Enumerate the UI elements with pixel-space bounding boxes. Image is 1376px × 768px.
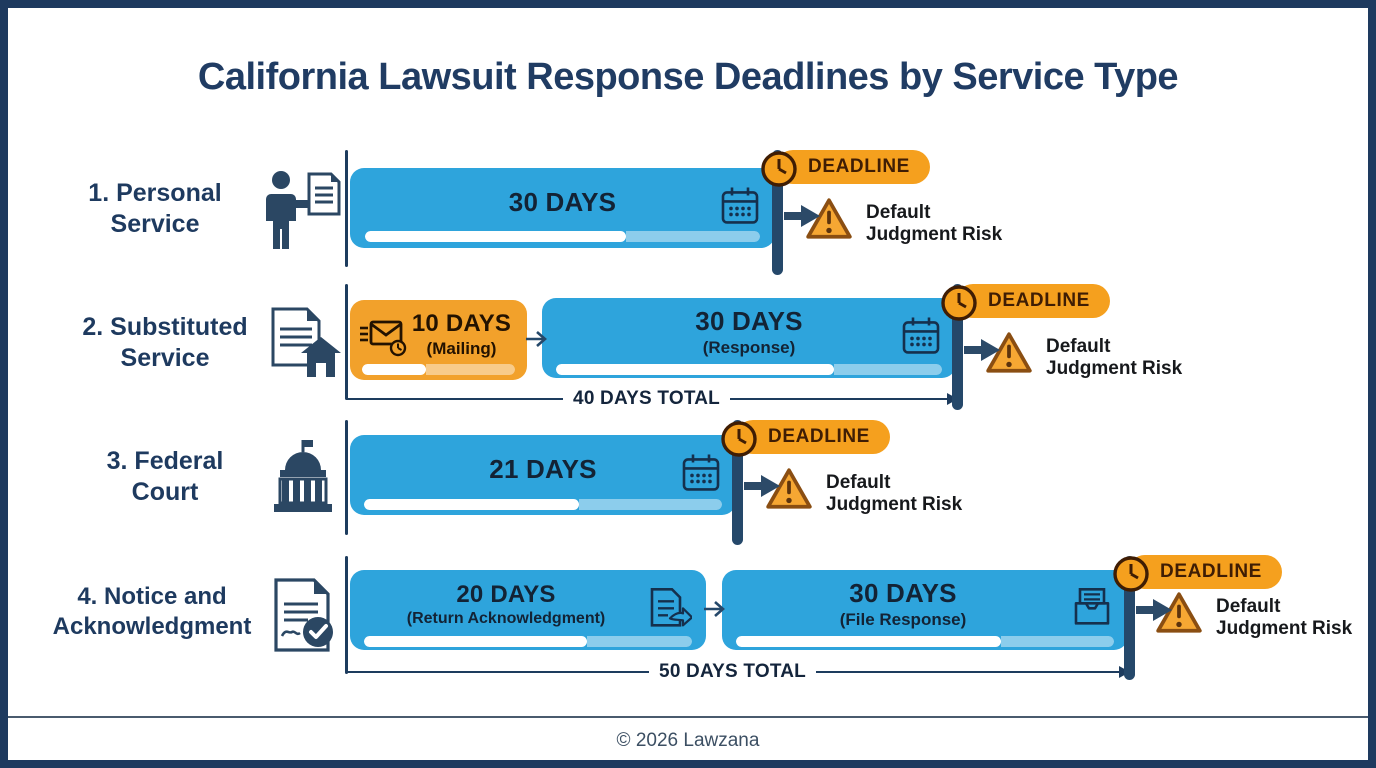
arrow-right-icon bbox=[964, 339, 1000, 361]
timeline-axis bbox=[345, 150, 348, 267]
deadline-badge: DEADLINE bbox=[1112, 555, 1282, 593]
arrow-right-icon bbox=[704, 601, 725, 617]
risk-callout: Default Judgment Risk bbox=[984, 330, 1182, 380]
progress-line bbox=[556, 364, 942, 375]
clock-icon bbox=[721, 421, 757, 457]
person-document-icon bbox=[266, 171, 341, 249]
arrow-right-icon bbox=[744, 475, 780, 497]
timeline-axis bbox=[345, 556, 348, 674]
deadline-badge: DEADLINE bbox=[720, 420, 890, 458]
progress-line bbox=[362, 364, 515, 375]
arrow-right-icon bbox=[784, 205, 820, 227]
arrow-right-icon bbox=[1136, 599, 1172, 621]
timeline-axis bbox=[345, 420, 348, 535]
row-label-personal-service: 1. Personal Service bbox=[88, 179, 222, 238]
total-duration-line: 50 DAYS TOTAL bbox=[346, 661, 1130, 683]
warning-triangle-icon bbox=[766, 468, 812, 509]
risk-label: Default Judgment Risk bbox=[1216, 596, 1353, 639]
document-house-icon bbox=[271, 307, 341, 377]
deadline-marker bbox=[952, 284, 963, 410]
capitol-icon bbox=[274, 440, 332, 512]
deadline-badge: DEADLINE bbox=[760, 150, 930, 188]
row-label-substituted-service: 2. Substituted Service bbox=[82, 313, 248, 372]
footer-divider bbox=[8, 716, 1368, 718]
calendar-icon bbox=[902, 317, 940, 354]
risk-callout: Default Judgment Risk bbox=[804, 196, 1002, 246]
document-arrow-icon bbox=[650, 588, 692, 627]
warning-triangle-icon bbox=[986, 332, 1032, 373]
arrow-right-icon bbox=[526, 331, 547, 347]
risk-callout: Default Judgment Risk bbox=[1154, 590, 1352, 640]
warning-triangle-icon bbox=[806, 198, 852, 239]
clock-icon bbox=[761, 151, 797, 187]
deadline-badge-label: DEADLINE bbox=[736, 420, 890, 454]
risk-label: Default Judgment Risk bbox=[826, 472, 963, 515]
timeline-axis bbox=[345, 284, 348, 400]
progress-line bbox=[364, 636, 692, 647]
deadline-marker bbox=[1124, 556, 1135, 680]
row-label-notice-acknowledgment: 4. Notice and Acknowledgment bbox=[52, 583, 252, 640]
inbox-icon bbox=[1074, 588, 1110, 625]
signed-document-icon bbox=[274, 578, 333, 652]
risk-callout: Default Judgment Risk bbox=[764, 466, 962, 516]
total-duration-line: 40 DAYS TOTAL bbox=[346, 388, 958, 410]
progress-line bbox=[736, 636, 1114, 647]
deadline-marker bbox=[772, 150, 783, 275]
deadline-badge-label: DEADLINE bbox=[776, 150, 930, 184]
progress-line bbox=[364, 499, 722, 510]
deadline-marker bbox=[732, 420, 743, 545]
deadline-badge-label: DEADLINE bbox=[956, 284, 1110, 318]
progress-line bbox=[365, 231, 760, 242]
risk-label: Default Judgment Risk bbox=[1046, 336, 1183, 379]
clock-icon bbox=[941, 285, 977, 321]
risk-label: Default Judgment Risk bbox=[866, 202, 1003, 245]
clock-icon bbox=[1113, 556, 1149, 592]
deadline-badge-label: DEADLINE bbox=[1128, 555, 1282, 589]
calendar-icon bbox=[682, 454, 720, 491]
row-label-federal-court: 3. Federal Court bbox=[106, 447, 224, 506]
calendar-icon bbox=[721, 187, 759, 224]
mail-clock-icon bbox=[360, 320, 407, 357]
footer-copyright: © 2026 Lawzana bbox=[616, 730, 760, 751]
page-title: California Lawsuit Response Deadlines by… bbox=[197, 56, 1179, 98]
warning-triangle-icon bbox=[1156, 592, 1202, 633]
deadline-badge: DEADLINE bbox=[940, 284, 1110, 322]
